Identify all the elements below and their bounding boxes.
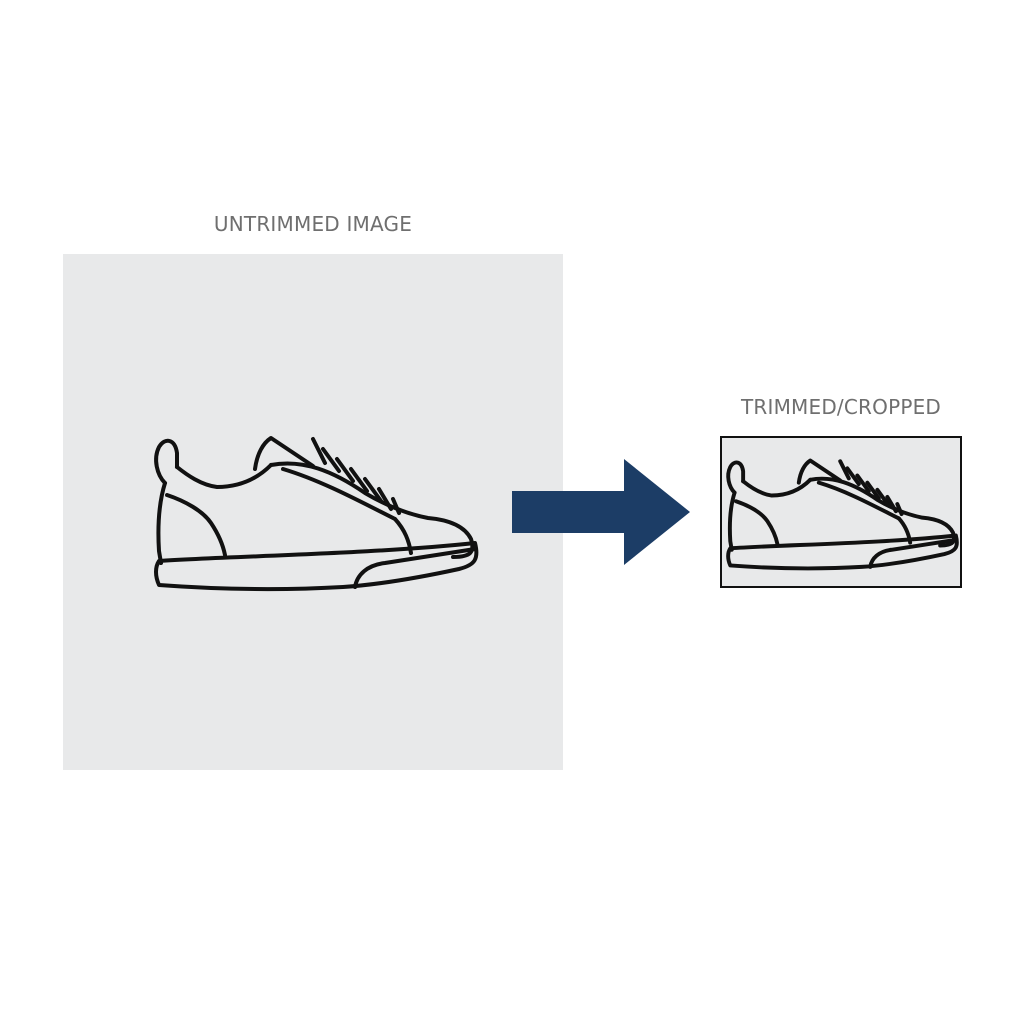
right-arrow-icon: [512, 459, 690, 565]
untrimmed-image-label: UNTRIMMED IMAGE: [213, 212, 413, 236]
trimmed-cropped-label: TRIMMED/CROPPED: [740, 395, 942, 419]
untrimmed-image-panel: [63, 254, 563, 770]
sneaker-icon: [726, 458, 959, 571]
sneaker-icon: [154, 436, 479, 592]
trimmed-image-panel: [720, 436, 962, 588]
